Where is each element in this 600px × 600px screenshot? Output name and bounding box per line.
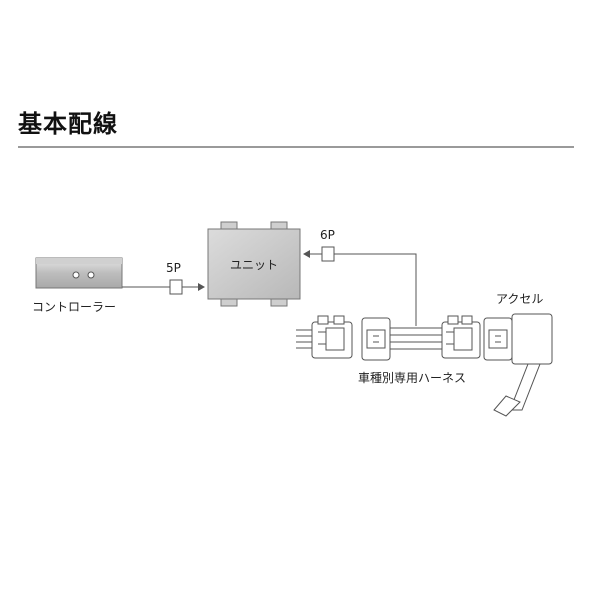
harness-connector-right-icon (441, 315, 481, 359)
vehicle-wires-left (296, 329, 312, 349)
harness-branch-wire (334, 253, 417, 326)
arrow-to-unit-left-icon (198, 283, 205, 291)
arrow-to-unit-right-icon (303, 250, 310, 258)
unit-label: ユニット (230, 258, 278, 272)
harness-connector-mid-icon (361, 317, 391, 361)
harness-label: 車種別専用ハーネス (358, 371, 466, 385)
connector-5p-label: 5P (166, 261, 181, 275)
title-divider (18, 146, 574, 148)
connector-6p-icon (321, 246, 335, 262)
harness-connector-left-icon (311, 315, 353, 359)
unit (207, 221, 301, 307)
accelerator-connector-icon (483, 317, 513, 361)
connector-6p-label: 6P (320, 228, 335, 242)
harness-cable (390, 327, 442, 350)
controller-knob-right-icon (87, 271, 95, 279)
controller-knob-left-icon (72, 271, 80, 279)
accelerator-label: アクセル (496, 292, 543, 306)
controller-label: コントローラー (32, 300, 116, 314)
accelerator-pedal-icon (493, 313, 553, 417)
connector-5p-icon (169, 279, 183, 295)
page-title: 基本配線 (18, 110, 118, 138)
controller (35, 257, 123, 289)
